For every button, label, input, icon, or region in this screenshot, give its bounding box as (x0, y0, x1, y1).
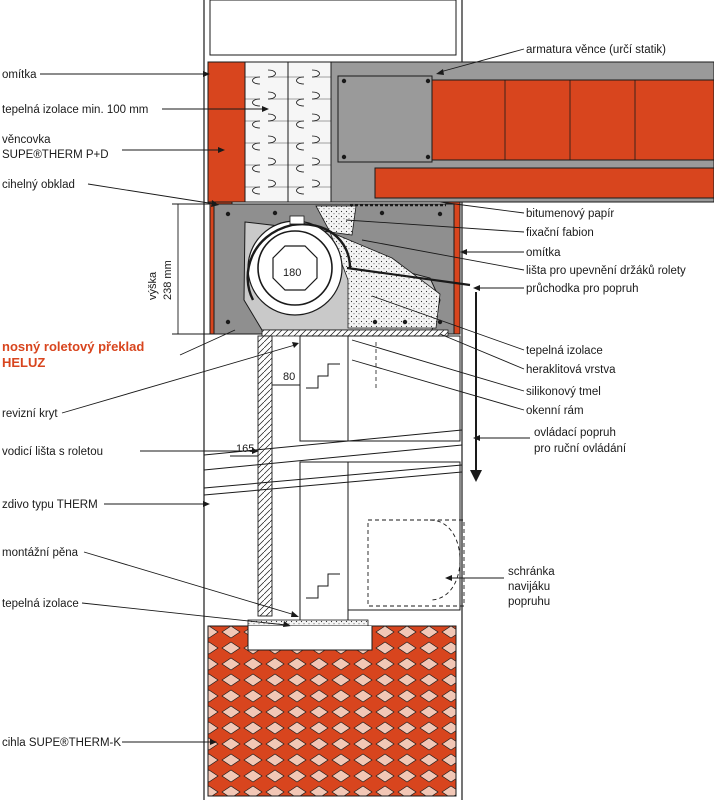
label-omitka-right: omítka (526, 247, 561, 259)
wall-outline (203, 0, 463, 800)
label-tepelna-izolace-right: tepelná izolace (526, 345, 603, 357)
label-bitumenovy: bitumenový papír (526, 208, 614, 220)
label-vencovka-2: SUPE®THERM P+D (2, 149, 109, 161)
label-armatura: armatura věnce (určí statik) (526, 44, 666, 56)
label-tepelna-izolace-100: tepelná izolace min. 100 mm (2, 104, 148, 116)
insulation-foam (329, 231, 441, 329)
brick-cladding-top (207, 61, 246, 203)
label-lista-drzaku: lišta pro upevnění držáků rolety (526, 265, 686, 277)
guide-rail (257, 335, 273, 617)
ceiling-slab-brick (431, 79, 714, 161)
dim-vyska-2: 238 mm (162, 260, 174, 300)
label-montazni-pena: montážní pěna (2, 547, 79, 559)
dim-165: 165 (236, 443, 254, 455)
dim-180: 180 (283, 267, 301, 279)
label-nosny-2: HELUZ (2, 355, 45, 370)
dim-vyska-1: výška (147, 271, 159, 300)
roller-shutter-coil (246, 223, 352, 301)
label-zdivo-therm: zdivo typu THERM (2, 499, 98, 511)
label-okenni-ram: okenní rám (526, 405, 584, 417)
label-pruchodka: průchodka pro popruh (526, 283, 639, 295)
label-revizni-kryt: revizní kryt (2, 408, 58, 420)
label-cihelny-obklad: cihelný obklad (2, 179, 75, 191)
label-vodici-lista: vodicí lišta s roletou (2, 446, 103, 458)
label-cihla: cihla SUPE®THERM-K (2, 737, 121, 749)
dim-80: 80 (283, 371, 295, 383)
label-tepelna-izolace-bottom: tepelná izolace (2, 598, 79, 610)
label-schranka-1: schránka (508, 566, 555, 578)
brick-supertherm-k (207, 625, 457, 797)
label-nosny-1: nosný roletový překlad (2, 339, 144, 354)
lower-brick-strip (374, 167, 714, 199)
window-frame (203, 335, 465, 633)
left-labels: omítka tepelná izolace min. 100 mm věnco… (2, 69, 299, 749)
label-ovladaci-2: pro ruční ovládání (534, 443, 627, 455)
right-labels: armatura věnce (určí statik) bitumenový … (330, 44, 686, 608)
label-ovladaci-1: ovládací popruh (534, 427, 616, 439)
dimension-height: výška 238 mm (147, 203, 210, 335)
control-strap (470, 292, 482, 482)
window-sash-bottom (299, 461, 349, 623)
label-schranka-3: popruhu (508, 596, 550, 608)
label-heraklitova: heraklitová vrstva (526, 364, 616, 376)
label-schranka-2: navijáku (508, 581, 550, 593)
label-vencovka-1: věncovka (2, 134, 51, 146)
ring-beam-zone (207, 61, 714, 203)
label-omitka-top: omítka (2, 69, 37, 81)
roller-lintel (209, 201, 471, 337)
fixing-fabion (315, 205, 357, 236)
label-silikonovy: silikonový tmel (526, 386, 601, 398)
heraclith-layer (261, 329, 449, 337)
label-fixacni: fixační fabion (526, 227, 594, 239)
